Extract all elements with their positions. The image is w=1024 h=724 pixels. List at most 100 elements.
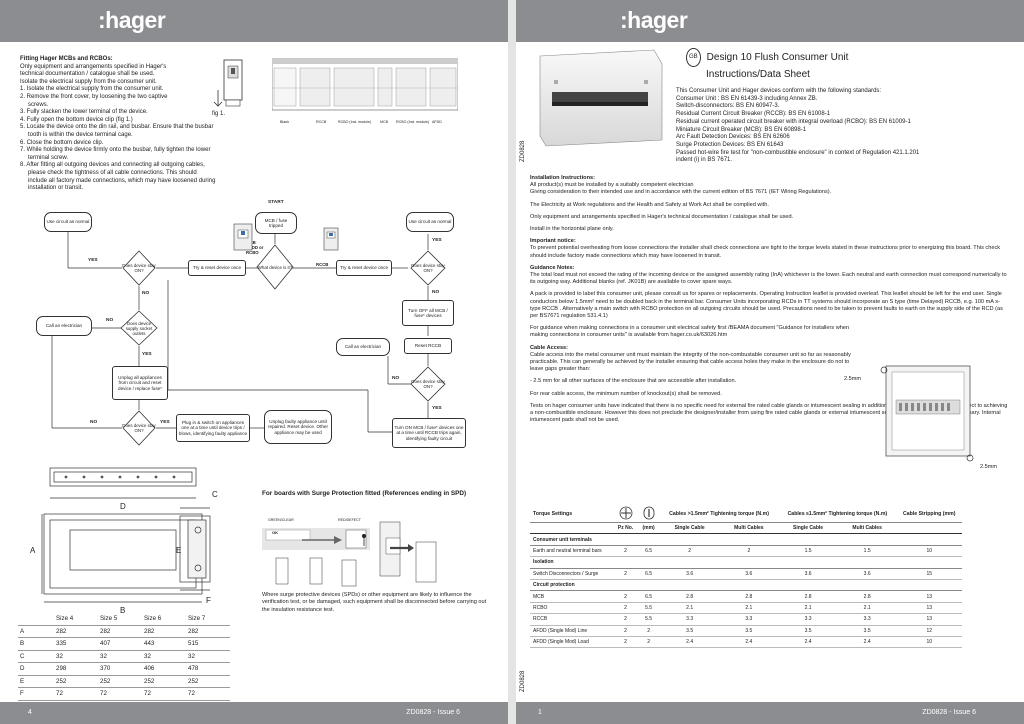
table-cell: 2 xyxy=(613,568,638,580)
standard-line: Consumer Unit : BS EN 61439-3 including … xyxy=(676,95,818,102)
flow-turn-on-devices: Turn ON MCB / fuse* devices one at a tim… xyxy=(392,418,466,448)
fitting-step: 4. Fully open the bottom device clip (fi… xyxy=(20,116,133,123)
table-cell: 3.6 xyxy=(837,568,897,580)
table-cell: 3.6 xyxy=(778,568,838,580)
right-page-code-bottom: ZD0828 xyxy=(520,670,526,692)
table-cell: 12 xyxy=(896,625,962,637)
table-cell: 5.5 xyxy=(637,613,660,626)
right-page-code-top: ZD0828 xyxy=(520,140,526,162)
flow-does-device-stay-on-right-2: Does device stay ON? xyxy=(410,366,446,402)
table-cell: 2.8 xyxy=(778,590,838,603)
mm-header: (mm) xyxy=(637,522,660,535)
table-cell: 406 xyxy=(142,662,186,676)
page-gutter xyxy=(508,0,516,724)
fitting-step: installation or transit. xyxy=(28,185,84,192)
table-cell: 335 xyxy=(54,637,98,651)
fig1-mcb-illustration xyxy=(213,59,243,107)
table-cell: 3.5 xyxy=(659,625,720,637)
diagram-label: AFDD xyxy=(432,120,442,124)
table-cell: 5.5 xyxy=(637,602,660,615)
flow-use-circuit-right: Use circuit as normal xyxy=(406,212,454,232)
table-cell: 2.4 xyxy=(837,636,897,649)
installation-p3: The Electricity at Work regulations and … xyxy=(530,201,769,208)
flow-turn-off-devices: Turn OFF all MCB / fuse* devices xyxy=(402,300,454,326)
fitting-step: 7. While holding the device firmly onto … xyxy=(20,147,211,154)
table-cell: 2.1 xyxy=(659,602,720,615)
table-cell: 2.4 xyxy=(719,636,779,649)
table-cell: 2 xyxy=(613,590,638,603)
table-cell: D xyxy=(18,662,54,676)
consumer-unit-product-image xyxy=(539,49,663,147)
torque-group-label: Circuit protection xyxy=(530,579,962,592)
table-cell: 32 xyxy=(98,650,142,663)
left-page-issue: ZD0828 - Issue 6 xyxy=(406,709,460,716)
important-title: Important notice: xyxy=(530,238,576,245)
installation-title: Installation Instructions: xyxy=(530,175,595,181)
table-cell: 2 xyxy=(613,602,638,615)
flowchart-connectors xyxy=(51,222,429,433)
torque-group-label: Isolation xyxy=(530,556,962,569)
right-page-body: Installation Instructions: All product(s… xyxy=(530,175,1008,429)
standard-line: Passed hot-wire fire test for "non-combu… xyxy=(676,149,920,156)
table-cell: 72 xyxy=(142,687,186,701)
size-table-header-cell: Size 4 xyxy=(54,613,98,626)
busbar-arrangement-diagram xyxy=(272,58,458,111)
cable-access-p3: For rear cable access, the minimum numbe… xyxy=(530,390,722,397)
standard-line: Miniature Circuit Breaker (MCB): BS EN 6… xyxy=(676,126,807,133)
table-cell: 10 xyxy=(896,636,962,649)
flow-try-reset-right: Try & reset device once xyxy=(336,260,392,276)
table-cell: 370 xyxy=(98,662,142,676)
table-cell: 2.1 xyxy=(778,602,838,615)
gap-label-top: 2.5mm xyxy=(844,376,862,382)
cable-access-p2: - 2.5 mm for all other surfaces of the e… xyxy=(530,378,737,385)
multi-header-1: Multi Cables xyxy=(719,522,779,535)
table-cell: 3.3 xyxy=(659,613,720,626)
standard-line: Residual Current Circuit Breaker (RCCB):… xyxy=(676,111,831,118)
dimension-drawing-front xyxy=(41,467,203,603)
important-text: To prevent potential overheating from lo… xyxy=(530,245,1001,259)
torque-title: Torque Settings xyxy=(530,506,614,523)
dimension-letter: A xyxy=(30,546,36,555)
fitting-step: 2. Remove the front cover, by loosening … xyxy=(20,93,168,100)
flow-yes-label-4: YES xyxy=(160,420,170,425)
table-cell: 13 xyxy=(896,613,962,626)
installation-p5: Install in the horizontal plane only. xyxy=(530,226,614,233)
table-cell: 282 xyxy=(54,625,98,638)
flow-supply-socket-decision: Does device supply socket outlets xyxy=(120,310,158,346)
installation-p1: All product(s) must be installed by a su… xyxy=(530,182,694,189)
table-cell: 72 xyxy=(54,687,98,701)
flow-mcb-tripped: MCB / fuse tripped xyxy=(255,212,297,234)
left-page-number: 4 xyxy=(28,709,32,716)
gap-label-bottom: 2.5mm xyxy=(980,464,998,470)
table-cell: 2 xyxy=(613,545,638,558)
table-cell: 1.5 xyxy=(837,545,897,558)
cable-gap-illustration xyxy=(880,365,974,462)
cable-large-header: Cables >1.5mm² Tightening torque (N.m) xyxy=(659,506,779,523)
dimension-letter: F xyxy=(206,596,211,605)
diagram-label: MCB xyxy=(380,120,388,124)
rccb-device-illustration xyxy=(323,227,339,251)
installation-p4: Only equipment and arrangements specifie… xyxy=(530,213,794,220)
table-cell: A xyxy=(18,625,54,638)
table-cell: 3.6 xyxy=(719,568,779,580)
flow-reset-rccb: Reset RCCB xyxy=(404,338,452,354)
table-cell: 252 xyxy=(54,675,98,688)
torque-group-row: Circuit protection xyxy=(530,579,962,592)
flow-no-label-4: NO xyxy=(90,420,98,425)
fitting-intro-2: technical documentation / catalogue shal… xyxy=(20,71,155,78)
flow-yes-label-1: YES xyxy=(88,258,98,263)
fitting-step: screws. xyxy=(28,101,49,108)
installation-p2: Giving consideration to their intended u… xyxy=(530,189,832,196)
diagram-label: Blank xyxy=(280,120,289,124)
table-cell: RCBO xyxy=(530,602,614,615)
table-cell: 2.4 xyxy=(659,636,720,649)
table-cell: C xyxy=(18,650,54,663)
table-cell: 32 xyxy=(54,650,98,663)
flow-rccb-label: RCCB xyxy=(316,262,329,267)
